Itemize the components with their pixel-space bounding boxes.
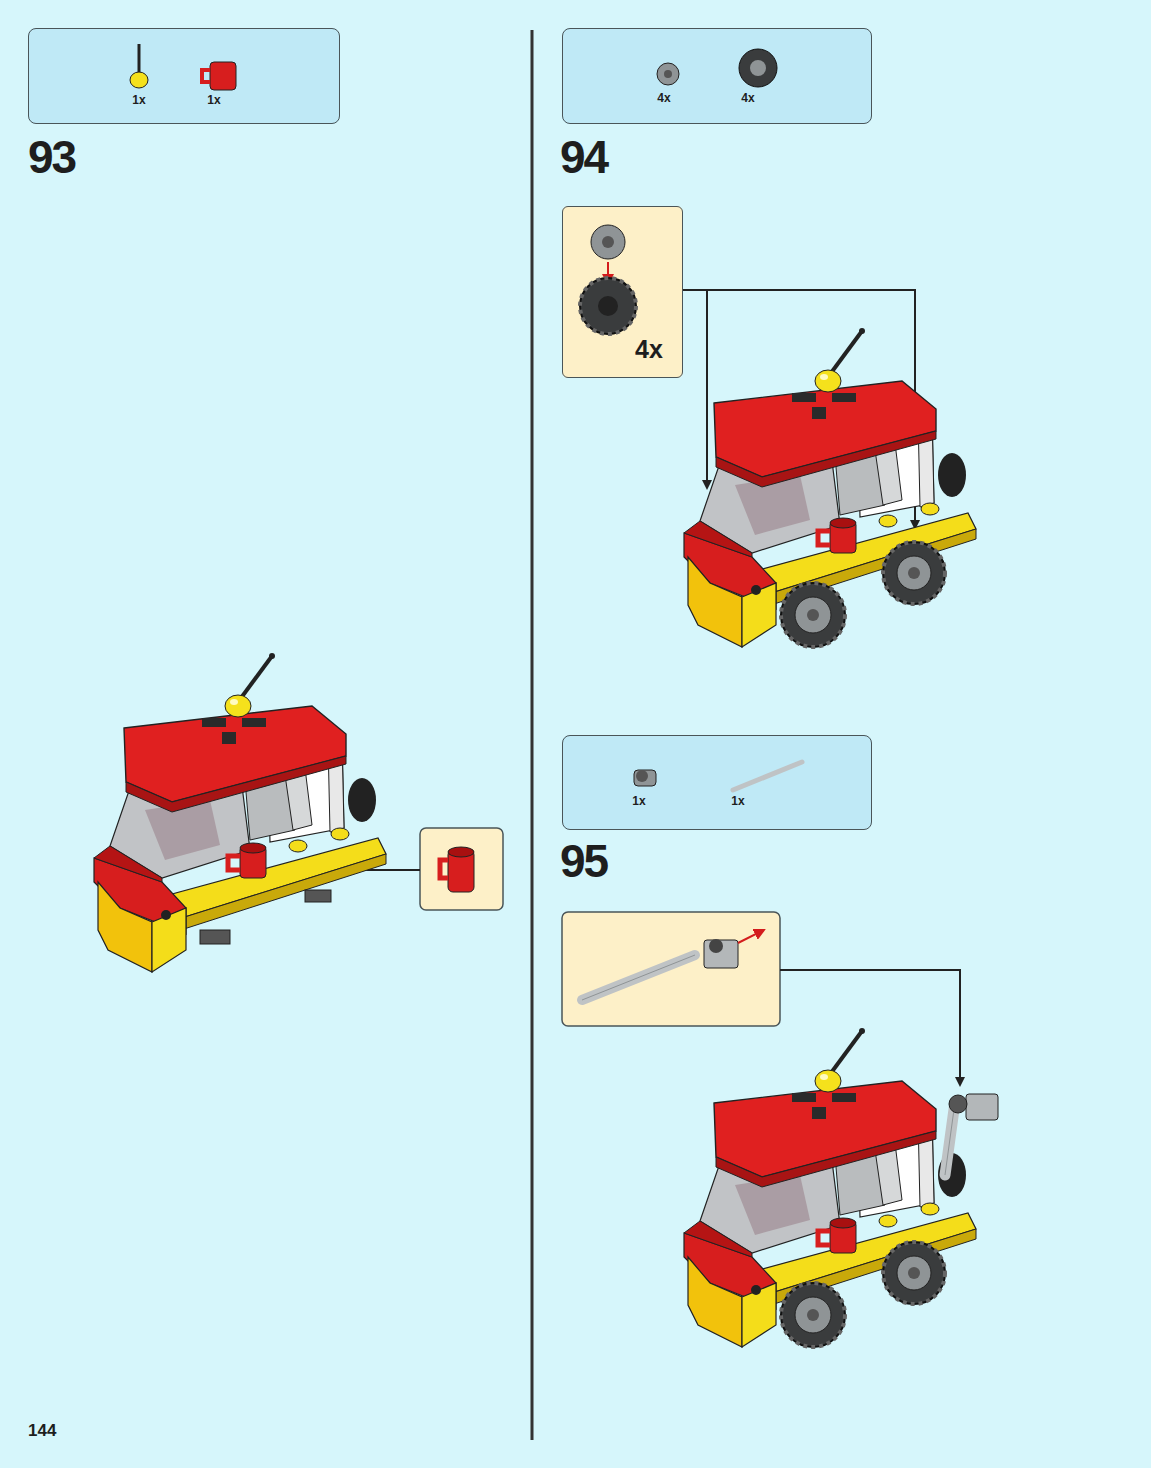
part-count: 4x [635, 335, 663, 364]
part-count: 1x [731, 794, 744, 808]
step-number: 93 [28, 134, 75, 180]
part-count: 1x [132, 93, 145, 107]
parts-box: 4x [562, 206, 683, 378]
part-count: 4x [657, 91, 670, 105]
parts-box: 1x 1x [562, 735, 872, 830]
step-number: 95 [560, 838, 607, 884]
parts-box: 1x 1x [28, 28, 340, 124]
step-number: 94 [560, 134, 607, 180]
page-number: 144 [28, 1422, 56, 1439]
part-count: 1x [207, 93, 220, 107]
parts-box: 4x 4x [562, 28, 872, 124]
part-count: 4x [741, 91, 754, 105]
part-count: 1x [632, 794, 645, 808]
